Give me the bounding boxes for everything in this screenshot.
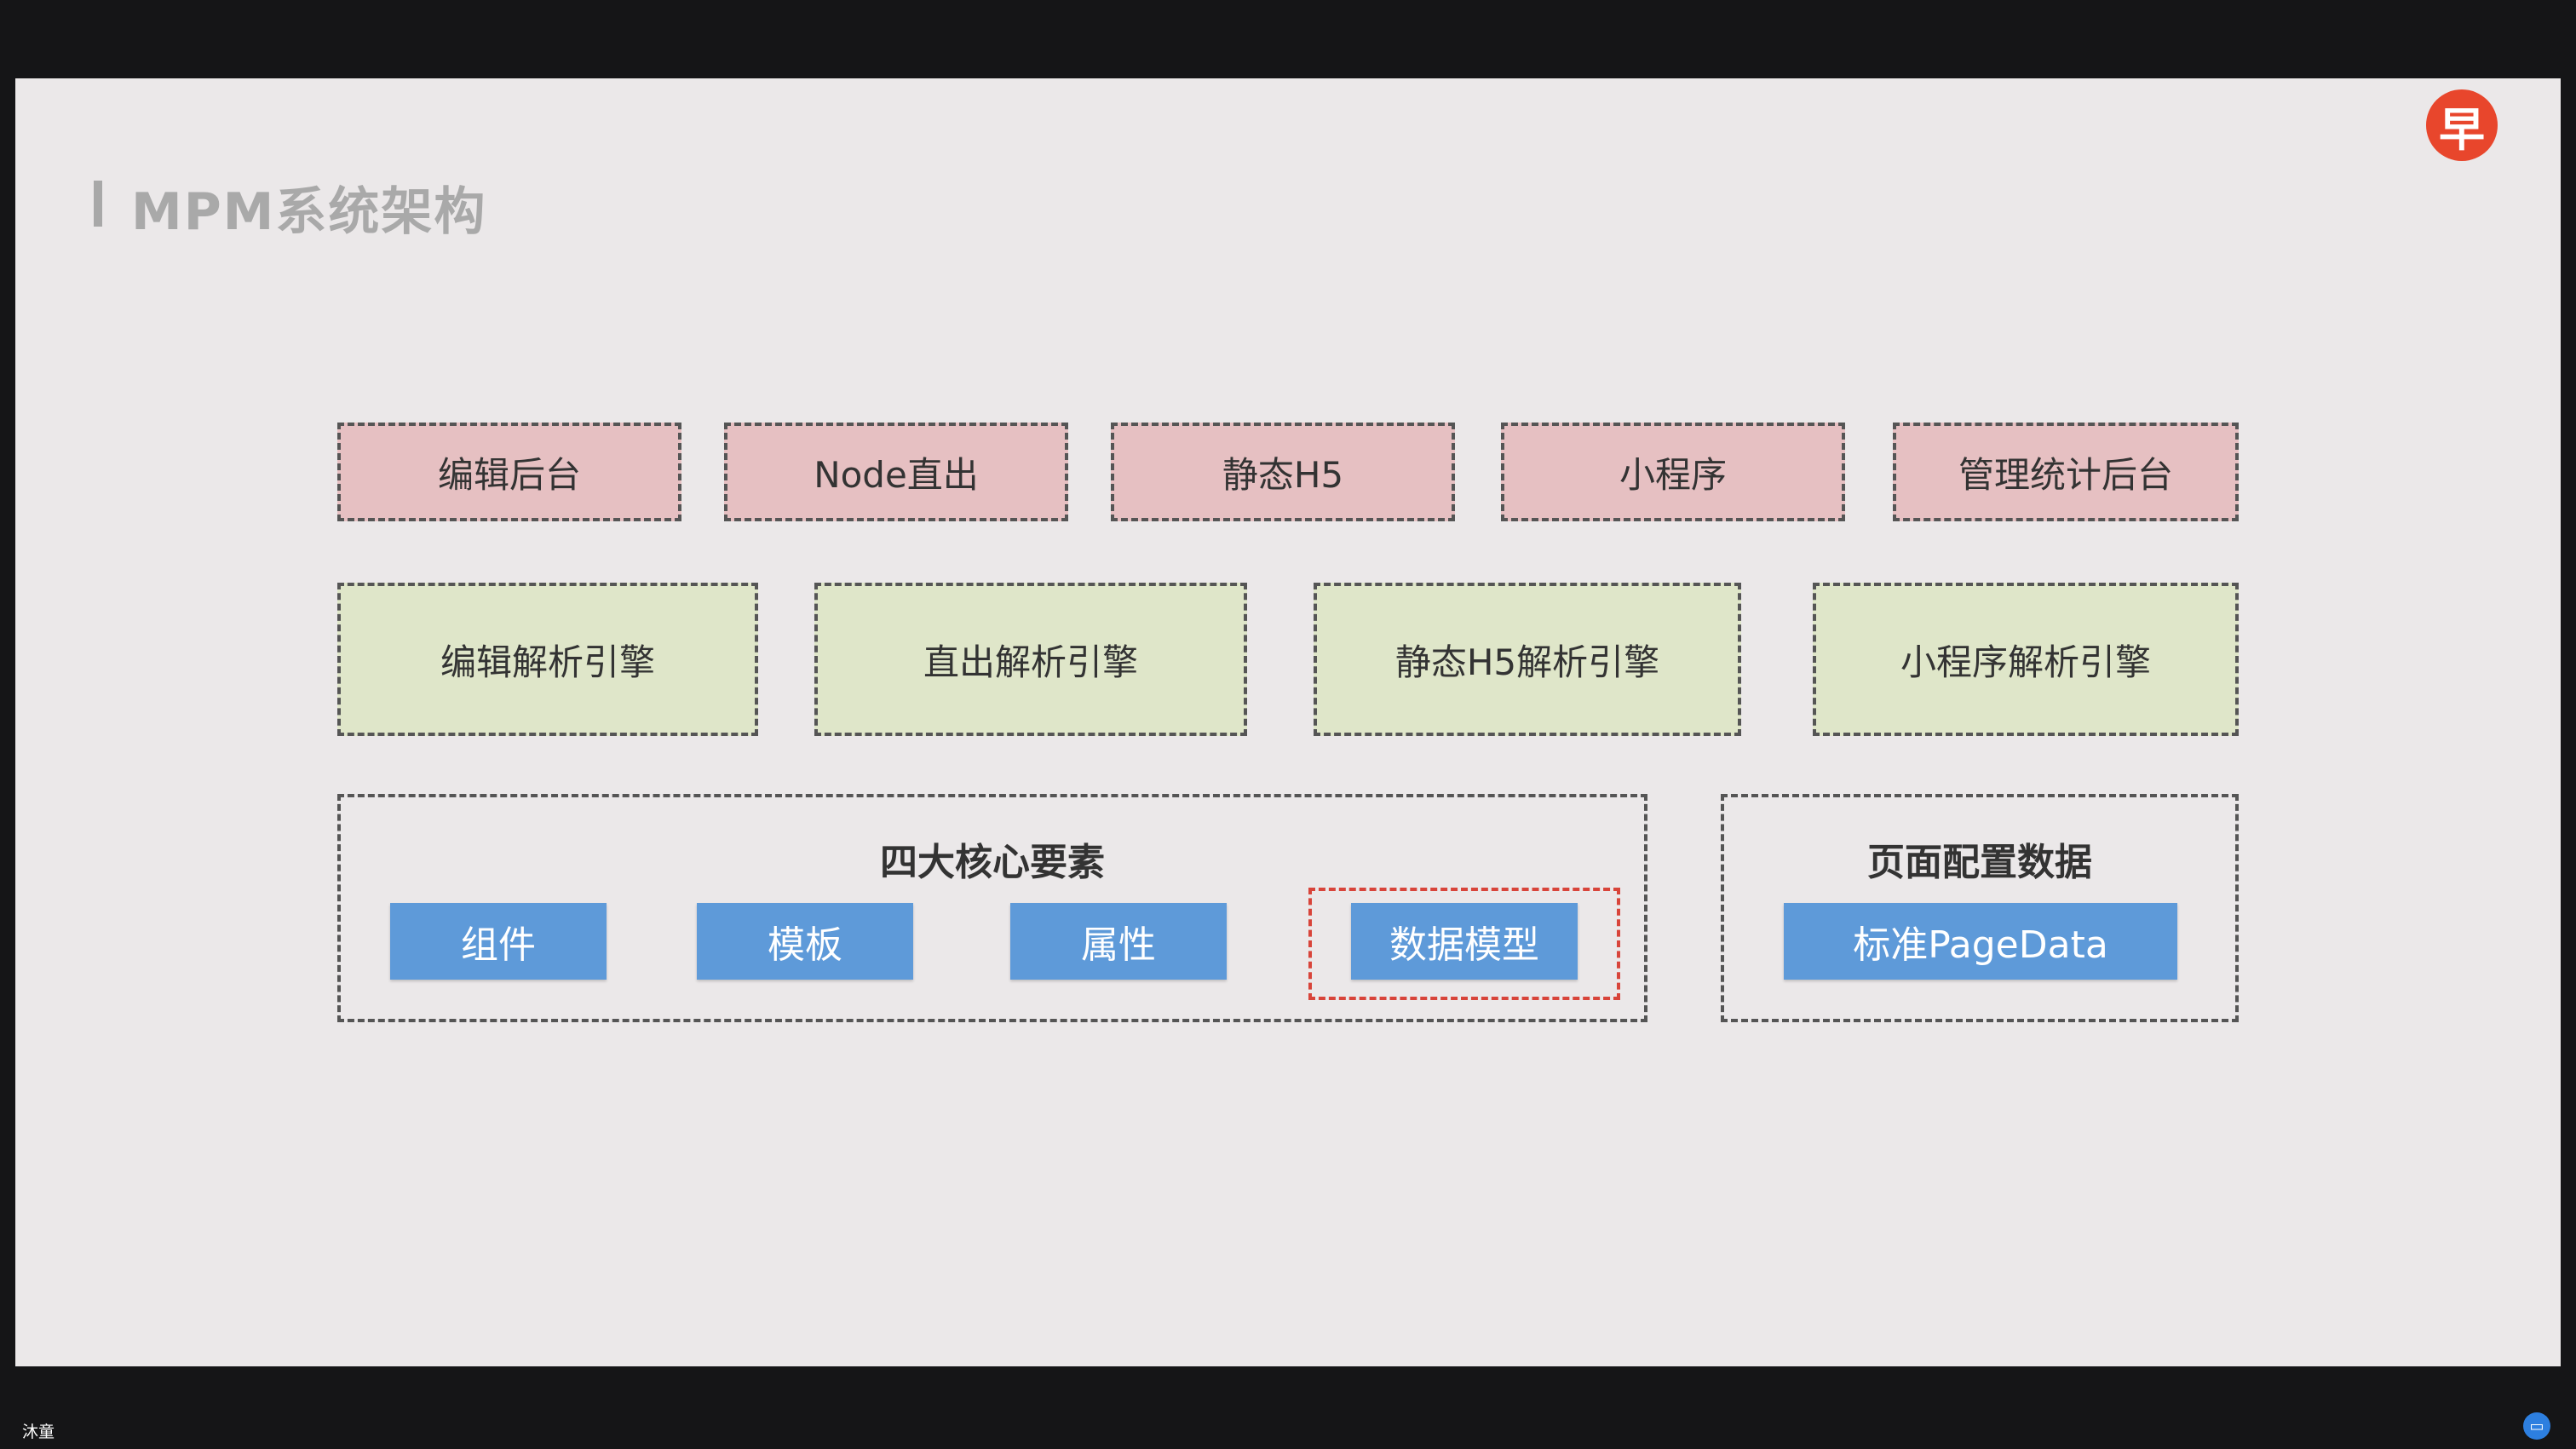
- platform-box-mini-program: 小程序: [1501, 423, 1845, 521]
- chip-property: 属性: [1010, 903, 1227, 980]
- slide-title: MPM系统架构: [131, 182, 487, 242]
- platform-box-static-h5: 静态H5: [1111, 423, 1455, 521]
- engine-box-static-h5: 静态H5解析引擎: [1314, 583, 1741, 736]
- engine-box-edit: 编辑解析引擎: [337, 583, 758, 736]
- core-elements-title: 四大核心要素: [880, 841, 1105, 884]
- page-config-group: 页面配置数据 标准PageData: [1721, 794, 2239, 1022]
- slide: MPM系统架构 早 编辑后台 Node直出 静态H5 小程序 管理统计后台 编辑…: [15, 78, 2561, 1366]
- chat-icon[interactable]: ▭: [2523, 1412, 2550, 1440]
- platform-box-edit-admin: 编辑后台: [337, 423, 681, 521]
- chip-standard-pagedata: 标准PageData: [1784, 903, 2177, 980]
- data-model-highlight: [1308, 888, 1620, 1000]
- platform-box-node-direct: Node直出: [724, 423, 1068, 521]
- chip-template: 模板: [697, 903, 913, 980]
- core-elements-group: 四大核心要素 组件 模板 属性 数据模型: [337, 794, 1647, 1022]
- engine-box-direct: 直出解析引擎: [814, 583, 1247, 736]
- chip-data-model: 数据模型: [1351, 903, 1578, 980]
- platform-box-stats-admin: 管理统计后台: [1893, 423, 2239, 521]
- engine-box-mini-program: 小程序解析引擎: [1813, 583, 2239, 736]
- title-accent-bar: [94, 181, 102, 227]
- page-config-title: 页面配置数据: [1867, 841, 2092, 884]
- presenter-name: 沐童: [22, 1423, 55, 1441]
- chip-component: 组件: [390, 903, 607, 980]
- brand-logo-icon: 早: [2426, 89, 2498, 161]
